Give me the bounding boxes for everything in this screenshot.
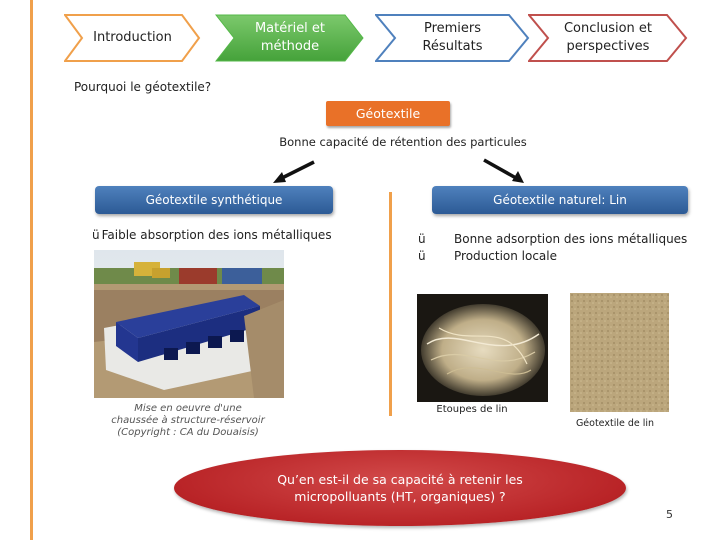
trench-photo <box>94 250 284 398</box>
trench-photo-caption: Mise en oeuvre d'une chaussée à structur… <box>108 403 268 439</box>
left-bullet-text: Faible absorption des ions métalliques <box>102 228 332 242</box>
nav-step-label: Conclusion et perspectives <box>564 20 652 56</box>
geotextile-tag: Géotextile <box>326 101 450 126</box>
nav-step-materiel-methode[interactable]: Matériel et méthode <box>215 14 365 62</box>
checkmark-icon: ü <box>418 232 454 246</box>
flax-tow-caption: Etoupes de lin <box>420 404 524 415</box>
list-item: ü Production locale <box>418 247 687 264</box>
column-divider <box>389 192 392 416</box>
right-bullet-list: ü Bonne adsorption des ions métalliques … <box>418 230 687 264</box>
bullet-text: Bonne adsorption des ions métalliques <box>454 232 687 246</box>
flax-geotextile-photo <box>570 293 669 412</box>
closing-question-ellipse: Qu’en est-il de sa capacité à retenir le… <box>174 450 626 526</box>
synthetic-geotextile-header: Géotextile synthétique <box>95 186 333 214</box>
nav-step-label: Matériel et méthode <box>255 20 325 56</box>
nav-step-label: Introduction <box>93 29 172 47</box>
list-item: ü Bonne adsorption des ions métalliques <box>418 230 687 247</box>
nav-step-label: Premiers Résultats <box>422 20 482 56</box>
flax-tow-photo <box>417 294 548 402</box>
flax-geotextile-caption: Géotextile de lin <box>570 418 660 429</box>
checkmark-icon: ü <box>418 249 454 263</box>
closing-question-text: Qu’en est-il de sa capacité à retenir le… <box>274 471 526 505</box>
page-number: 5 <box>666 508 673 521</box>
natural-geotextile-header: Géotextile naturel: Lin <box>432 186 688 214</box>
arrow-right-down-icon <box>478 156 528 186</box>
arrow-left-down-icon <box>270 158 320 186</box>
checkmark-icon: ü <box>92 228 100 242</box>
left-accent-bar <box>30 0 33 540</box>
nav-step-conclusion[interactable]: Conclusion et perspectives <box>528 14 688 62</box>
bullet-text: Production locale <box>454 249 557 263</box>
left-bullet-item: ü Faible absorption des ions métalliques <box>92 228 332 242</box>
nav-step-premiers-resultats[interactable]: Premiers Résultats <box>375 14 530 62</box>
section-question: Pourquoi le géotextile? <box>74 80 211 94</box>
retention-text: Bonne capacité de rétention des particul… <box>278 135 528 149</box>
nav-step-introduction[interactable]: Introduction <box>64 14 201 62</box>
